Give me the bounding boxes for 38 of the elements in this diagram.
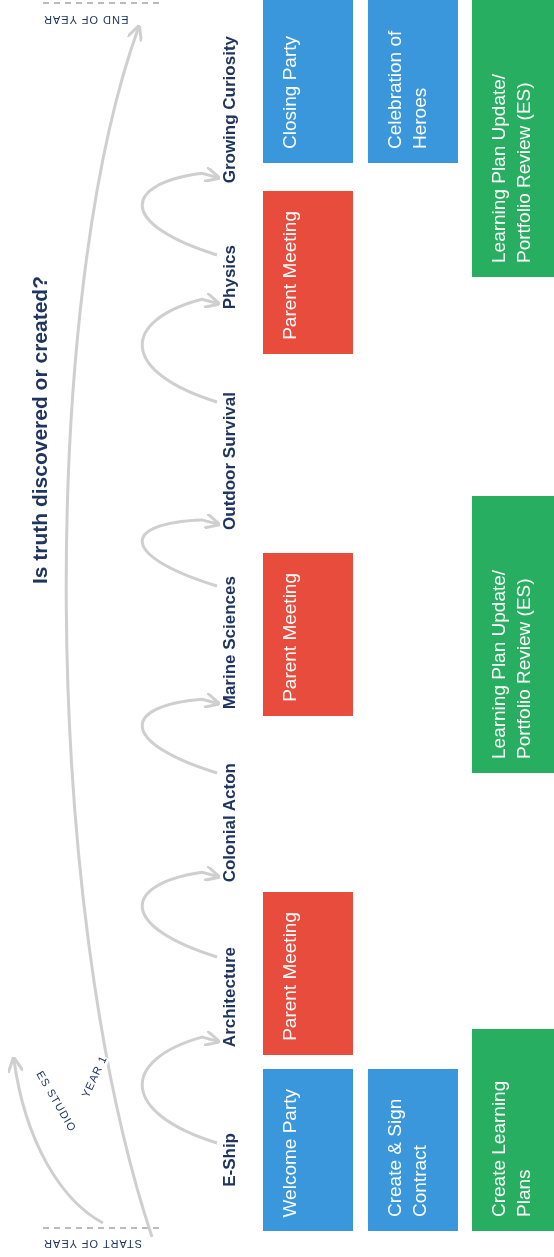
curved-arrow (141, 291, 222, 404)
unit-title: Outdoor Survival (220, 392, 240, 530)
event-text: Create Learning Plans (487, 1079, 535, 1217)
curved-arrow (141, 864, 222, 959)
event-text: Create & Sign Contract (383, 1097, 431, 1217)
event-text: Closing Party (278, 36, 301, 149)
curved-arrow (64, 23, 154, 1238)
unit-title: Architecture (220, 947, 240, 1048)
event-card (263, 191, 353, 354)
event-card (263, 1069, 353, 1231)
event-text: Learning Plan Update/ Portfolio Review (ES) (487, 568, 535, 759)
event-text: Learning Plan Update/ Portfolio Review (ES) (487, 72, 535, 263)
event-card (263, 0, 353, 163)
curved-arrow (140, 1029, 222, 1145)
event-text: Celebration of Heroes (383, 29, 431, 149)
event-card (472, 0, 554, 277)
unit-title: Colonial Acton (220, 763, 240, 883)
curved-arrow (7, 1055, 104, 1225)
unit-title: Marine Sciences (220, 576, 240, 710)
event-card (368, 1069, 458, 1231)
curved-arrow (140, 165, 222, 257)
event-text: Welcome Party (278, 1088, 301, 1217)
event-card (368, 0, 458, 163)
unit-title: Growing Curiosity (220, 36, 240, 184)
event-card (263, 892, 353, 1055)
event-text: Parent Meeting (278, 912, 301, 1041)
event-card (472, 496, 554, 773)
unit-title: E-Ship (220, 1133, 240, 1187)
unit-title: Physics (220, 245, 240, 310)
event-text: Parent Meeting (278, 573, 301, 702)
timeline-end-label: END OF YEAR (43, 13, 129, 26)
event-text: Parent Meeting (278, 211, 301, 340)
title: Is truth discovered or created? (28, 276, 52, 585)
timeline-end-label: START OF YEAR (43, 1237, 142, 1250)
event-card (472, 1029, 554, 1231)
event-card (263, 553, 353, 716)
curved-arrow (141, 691, 222, 775)
curved-arrow (141, 512, 222, 588)
